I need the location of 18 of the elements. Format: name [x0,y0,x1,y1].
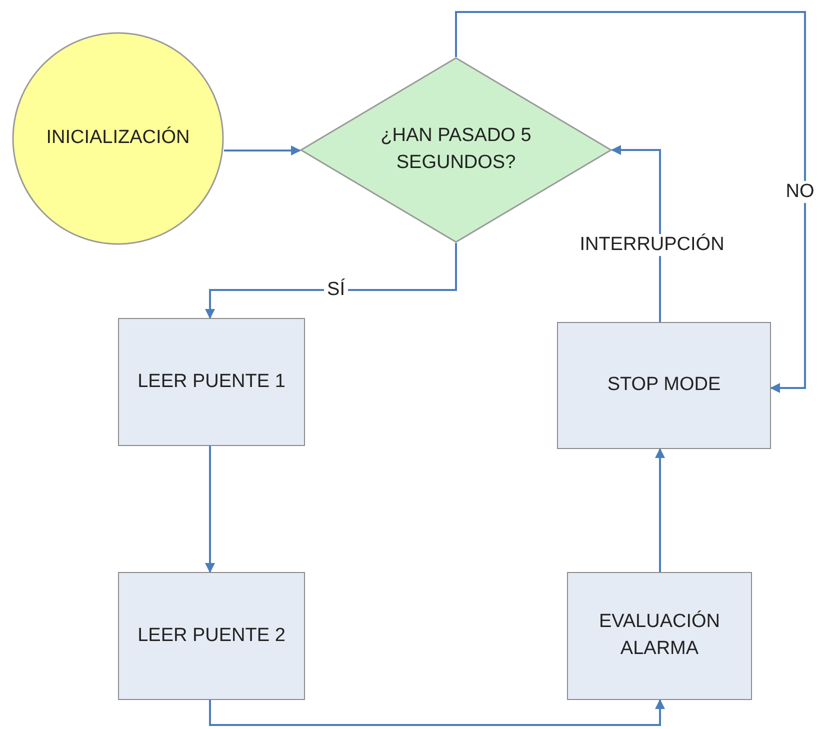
process-box [118,572,305,700]
node-text: INICIALIZACIÓN [46,126,190,150]
start-circle [12,32,224,245]
arrow [611,145,661,322]
process-box [567,572,752,700]
node-text: STOP MODE [607,373,721,398]
process-box [118,318,305,446]
process-box [557,322,771,449]
arrow [455,11,806,393]
node-text: EVALUACIÓN ALARMA [598,610,722,661]
arrow [224,146,301,156]
arrow [655,448,665,572]
node-text: LEER PUENTE 1 [138,370,286,394]
node-text: ¿HAN PASADO 5 SEGUNDOS? [380,124,532,175]
arrow [209,699,665,726]
arrow [205,446,215,573]
node-text: LEER PUENTE 2 [138,624,286,648]
arrow [205,243,457,319]
